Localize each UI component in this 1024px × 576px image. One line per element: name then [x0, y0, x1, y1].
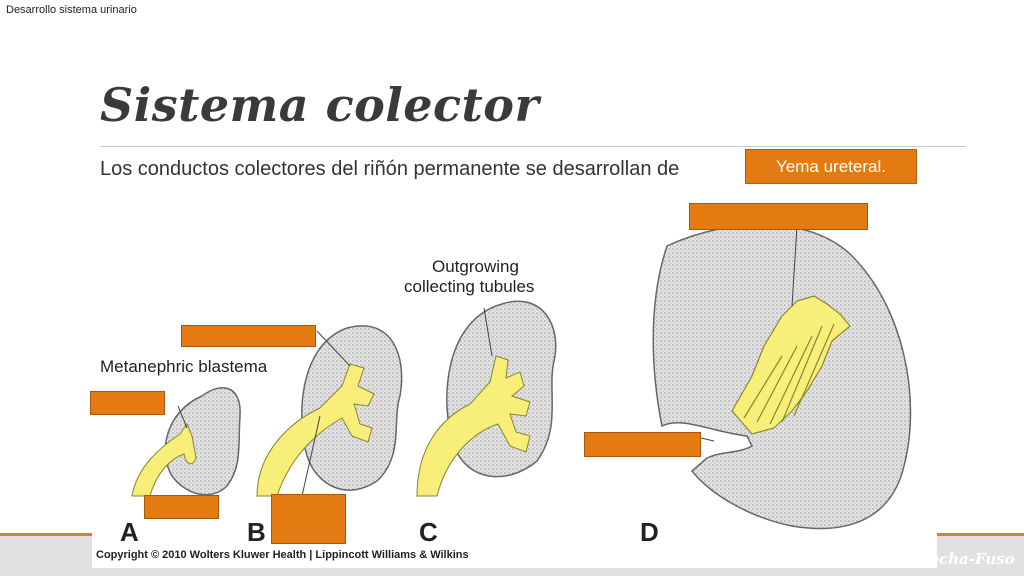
outgrowing-label-line2: collecting tubules — [404, 277, 534, 296]
answer-label-box[interactable]: Yema ureteral. — [745, 149, 917, 184]
panel-b-kidney — [256, 325, 403, 497]
panel-c-letter: C — [419, 517, 438, 547]
slide-body-text: Los conductos colectores del riñón perma… — [100, 158, 680, 180]
blank-label-box-panel-b-bottom[interactable] — [271, 494, 346, 544]
panel-d-kidney — [652, 223, 912, 530]
blank-label-box-panel-d[interactable] — [584, 432, 701, 457]
blank-label-box-panel-a-bottom[interactable] — [144, 495, 219, 519]
blank-label-box-top-right[interactable] — [689, 203, 868, 230]
panel-a-kidney — [131, 387, 241, 497]
title-divider — [100, 146, 966, 147]
slide-section-label: Desarrollo sistema urinario — [6, 4, 137, 16]
panel-c-kidney: Outgrowing collecting tubules — [404, 257, 557, 497]
panel-d-letter: D — [640, 517, 659, 547]
kidney-development-figure: Outgrowing collecting tubules Metanephri… — [92, 196, 937, 568]
blank-label-box-panel-b[interactable] — [181, 325, 316, 347]
outgrowing-label-line1: Outgrowing — [432, 257, 519, 276]
panel-a-letter: A — [120, 517, 139, 547]
author-name: ocha-Fuso — [929, 550, 1015, 568]
blank-label-box-panel-a-left[interactable] — [90, 391, 165, 415]
metanephric-blastema-label: Metanephric blastema — [100, 357, 268, 376]
panel-b-letter: B — [247, 517, 266, 547]
copyright-text: Copyright © 2010 Wolters Kluwer Health |… — [96, 549, 469, 561]
slide-title: Sistema colector — [100, 78, 540, 132]
